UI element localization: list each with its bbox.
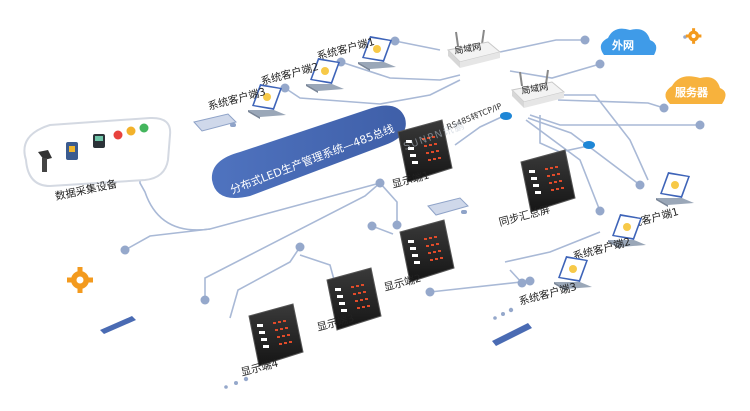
laptop-icon [656, 172, 694, 207]
right-client-3-label: 系统客户端3 [517, 280, 578, 308]
summary-screen-label: 同步汇总屏 [497, 203, 551, 229]
converter-node-icon [500, 112, 595, 149]
internet-label: 外网 [611, 38, 634, 52]
andon-buttons-icon [113, 123, 149, 140]
gear-icon [67, 267, 93, 293]
server-cloud-icon: 服务器 [665, 76, 726, 104]
data-collection-group [23, 116, 172, 188]
barcode-scanner-icon [38, 150, 52, 172]
keyboard-icon [427, 197, 469, 216]
keypad-device-icon [93, 134, 105, 148]
server-label: 服务器 [675, 85, 709, 99]
internet-cloud-icon: 外网 [600, 28, 657, 55]
gear-icon [685, 28, 702, 44]
led-display-icon [399, 219, 455, 283]
left-client-2-label: 系统客户端2 [259, 60, 320, 88]
rfid-reader-icon [66, 142, 78, 160]
connector-lines [124, 39, 700, 319]
display-2-label: 显示端2 [382, 271, 422, 293]
summary-screen-icon [520, 149, 576, 213]
keyboard-icon [193, 113, 237, 132]
left-client-3-label: 系统客户端3 [206, 85, 267, 113]
decorative-bar [100, 316, 532, 346]
